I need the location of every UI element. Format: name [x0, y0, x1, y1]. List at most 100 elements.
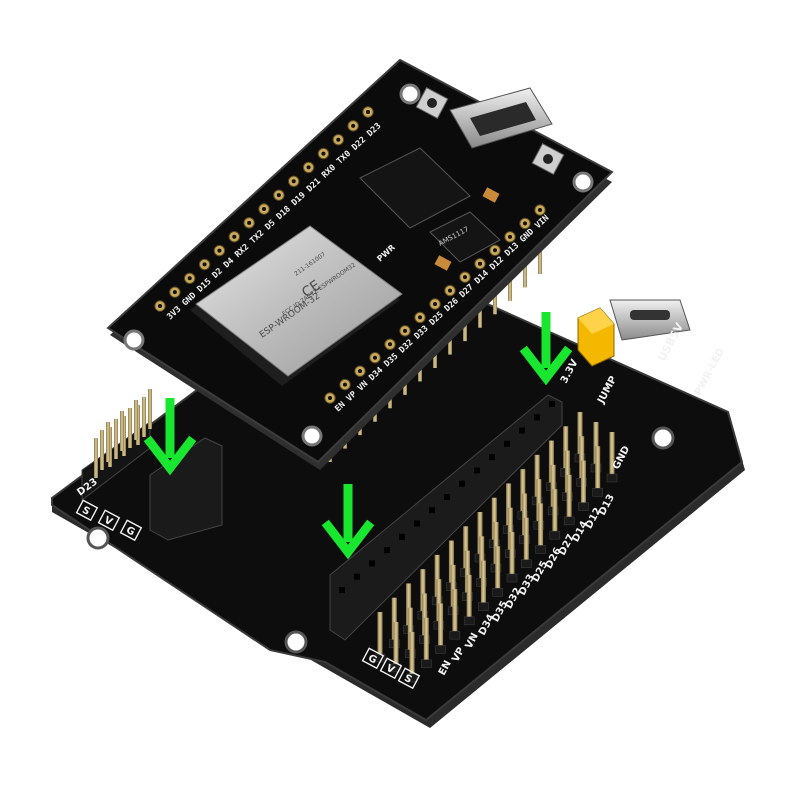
male-pin [422, 593, 428, 642]
male-pin [407, 607, 413, 656]
male-pin [134, 400, 138, 440]
header-hole [549, 401, 555, 407]
header-hole [489, 454, 495, 461]
male-pin [94, 438, 98, 478]
pin-base [592, 488, 603, 497]
mounting-hole [86, 526, 110, 550]
label-box [361, 647, 385, 670]
pin-base [578, 502, 589, 511]
male-pin [423, 617, 429, 666]
esp32-pads-bottom-row [324, 204, 546, 404]
pin-base [421, 659, 432, 668]
pin-pad-hole [508, 234, 512, 239]
male-pin [377, 612, 383, 660]
bottom-header-label: S [402, 673, 414, 686]
pin-pad-hole [291, 179, 296, 184]
male-pin [409, 632, 415, 680]
pin-pad-hole [403, 328, 407, 333]
arrow-head [143, 435, 197, 476]
male-pin [566, 474, 572, 523]
pin-pad-hole [463, 275, 467, 280]
male-pin [406, 583, 412, 632]
male-pin [577, 412, 583, 460]
pin-pad-hole [232, 234, 237, 239]
male-pin [595, 446, 601, 495]
pin-pad-hole [433, 302, 437, 306]
esp32-usb-c-port-icon [449, 87, 553, 149]
arrow-head [321, 519, 375, 560]
mounting-hole [301, 425, 323, 447]
header-hole [384, 547, 390, 554]
header-hole [414, 520, 420, 527]
center-header-holes [339, 401, 555, 593]
green-arrow-down-icon [143, 398, 197, 476]
male-pin [536, 479, 542, 528]
pin-base [535, 545, 546, 554]
pin-base [478, 602, 489, 611]
pin-pad-hole [493, 248, 497, 253]
pwr-led-label: PWR-LED [693, 347, 727, 398]
pin-pad-hole [247, 220, 252, 225]
capacitor [482, 187, 500, 203]
bottom-gvs-labels: GVS [361, 647, 421, 690]
male-pin [148, 389, 152, 429]
pin-pad-hole [158, 304, 162, 308]
left-header-label: S [80, 505, 92, 518]
pin-pad-hole [306, 165, 311, 170]
esp32-pads-top-row [154, 106, 374, 312]
header-hole [339, 587, 345, 593]
esp32-dev-board: AMS1117 ESP-WROOM-32 FCC ID:2AC7Z-ESPWRO… [106, 58, 614, 470]
male-pin [436, 579, 442, 628]
green-arrow-down-icon [321, 484, 375, 560]
boot-button-icon [415, 86, 449, 120]
header-hole [399, 533, 405, 540]
mounting-hole [399, 83, 421, 105]
pin-pad-hole [187, 276, 192, 281]
pin-pad-hole [343, 382, 347, 387]
mounting-hole [284, 630, 308, 654]
male-pin [579, 436, 585, 485]
male-pin [563, 426, 569, 475]
pin-pad-hole [336, 137, 341, 142]
expansion-board: USB5V PWR-LED JUMP 3.3V GND D23 D13D12D1… [51, 253, 745, 728]
male-pin [520, 469, 526, 518]
pin-base [463, 616, 475, 626]
pin-base [521, 559, 532, 568]
header-hole [504, 440, 510, 447]
male-pin [114, 419, 118, 459]
male-pin [552, 489, 558, 538]
male-pin [391, 597, 397, 646]
male-pin [493, 522, 499, 570]
male-pin [106, 422, 110, 462]
serial-chip [359, 147, 471, 229]
jumper-icon [577, 307, 615, 367]
label-box [75, 499, 99, 522]
esp32-board-surface [106, 58, 614, 464]
mounting-hole [572, 171, 594, 193]
pin-pad-hole [373, 355, 377, 360]
header-hole [444, 494, 450, 500]
pin-base [506, 573, 518, 583]
pin-pad-hole [262, 207, 266, 211]
male-pin [564, 450, 570, 499]
pin-pad-hole [202, 262, 207, 267]
male-pin [477, 512, 483, 560]
pin-pad-hole [418, 315, 422, 320]
male-pin [434, 554, 440, 603]
label-box [379, 657, 403, 680]
male-pin [450, 564, 456, 613]
pin-base [406, 673, 418, 683]
male-pin-field [374, 412, 618, 683]
male-pin [523, 517, 529, 566]
male-pin [548, 440, 554, 489]
male-pin [550, 464, 556, 513]
male-pin [128, 408, 132, 448]
male-pin [495, 546, 501, 595]
male-pin [580, 460, 586, 509]
pin-pad-hole [366, 110, 370, 114]
male-pin [466, 574, 472, 623]
insertion-arrows [143, 312, 573, 560]
mounting-hole [123, 329, 145, 351]
male-pin [491, 497, 497, 546]
